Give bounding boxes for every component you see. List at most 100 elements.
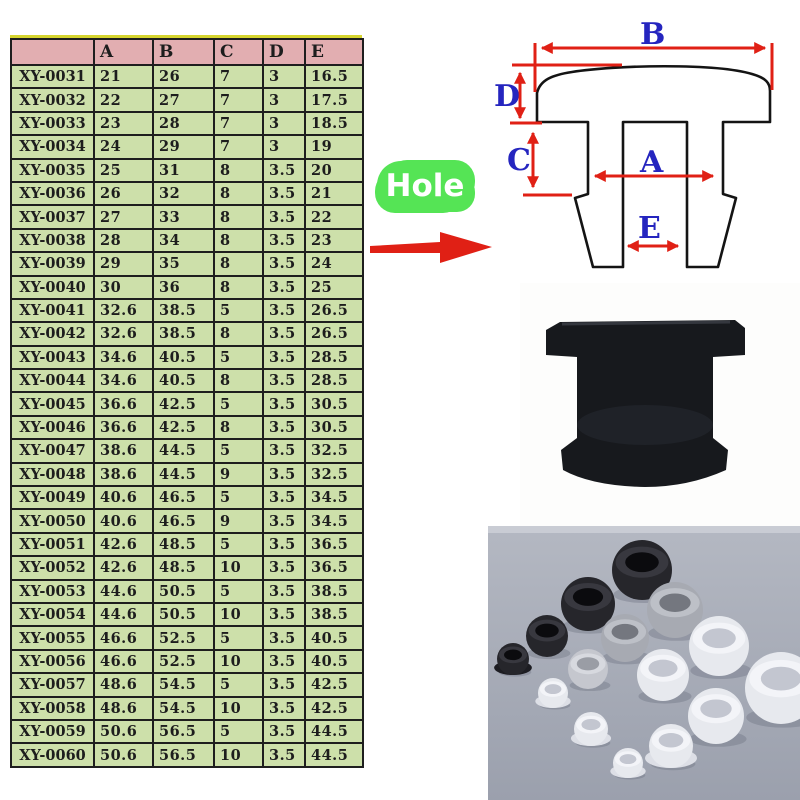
dim-label-a: A <box>639 145 664 180</box>
value-c: 10 <box>213 648 264 675</box>
value-c: 8 <box>213 227 264 254</box>
header-model <box>10 38 95 66</box>
value-b: 48.5 <box>152 555 215 581</box>
value-d: 3.5 <box>262 157 306 183</box>
value-b: 42.5 <box>152 414 215 441</box>
spec-table-wrap: A B C D E XY-0031 21 26 7 3 16.5 <box>10 35 364 768</box>
table-row: XY-0056 46.6 52.5 10 3.5 40.5 <box>10 648 364 675</box>
value-b: 44.5 <box>152 438 215 464</box>
value-b: 44.5 <box>152 461 215 488</box>
model-cell: XY-0040 <box>10 274 95 300</box>
value-b: 28 <box>152 110 215 137</box>
value-e: 40.5 <box>304 625 364 651</box>
model-cell: XY-0046 <box>10 414 95 441</box>
value-a: 24 <box>93 134 154 160</box>
value-d: 3.5 <box>262 297 306 324</box>
value-b: 32 <box>152 180 215 207</box>
model-cell: XY-0038 <box>10 227 95 254</box>
value-c: 8 <box>213 368 264 394</box>
grommet-shape <box>546 320 745 487</box>
value-b: 38.5 <box>152 321 215 347</box>
table-row: XY-0040 30 36 8 3.5 25 <box>10 274 364 300</box>
value-d: 3.5 <box>262 578 306 605</box>
value-a: 40.6 <box>93 485 154 511</box>
value-a: 48.6 <box>93 695 154 721</box>
value-d: 3.5 <box>262 555 306 581</box>
value-a: 26 <box>93 180 154 207</box>
value-a: 25 <box>93 157 154 183</box>
model-cell: XY-0049 <box>10 485 95 511</box>
value-b: 33 <box>152 204 215 230</box>
value-c: 5 <box>213 297 264 324</box>
photo-top-strip <box>488 526 800 533</box>
value-e: 17.5 <box>304 87 364 113</box>
value-a: 50.6 <box>93 718 154 745</box>
header-c: C <box>213 38 264 66</box>
plug-item <box>637 649 692 704</box>
model-cell: XY-0056 <box>10 648 95 675</box>
value-d: 3.5 <box>262 274 306 300</box>
grommet-cap-highlight <box>561 320 731 326</box>
value-e: 22 <box>304 204 364 230</box>
value-d: 3.5 <box>262 531 306 558</box>
table-row: XY-0050 40.6 46.5 9 3.5 34.5 <box>10 508 364 534</box>
value-b: 42.5 <box>152 391 215 417</box>
value-c: 5 <box>213 438 264 464</box>
table-row: XY-0055 46.6 52.5 5 3.5 40.5 <box>10 625 364 651</box>
extension-lines <box>510 43 774 197</box>
value-e: 36.5 <box>304 555 364 581</box>
value-e: 16.5 <box>304 63 364 90</box>
value-b: 54.5 <box>152 672 215 698</box>
value-a: 44.6 <box>93 601 154 628</box>
plug-item <box>612 540 675 603</box>
value-d: 3.5 <box>262 485 306 511</box>
value-d: 3.5 <box>262 204 306 230</box>
table-row: XY-0057 48.6 54.5 5 3.5 42.5 <box>10 672 364 698</box>
model-cell: XY-0047 <box>10 438 95 464</box>
value-d: 3 <box>262 110 306 137</box>
value-b: 56.5 <box>152 742 215 768</box>
header-e: E <box>304 38 364 66</box>
hole-label-badge: Hole <box>377 161 473 211</box>
value-e: 34.5 <box>304 485 364 511</box>
value-a: 50.6 <box>93 742 154 768</box>
value-d: 3.5 <box>262 508 306 534</box>
model-cell: XY-0031 <box>10 63 95 90</box>
value-d: 3.5 <box>262 251 306 277</box>
value-c: 5 <box>213 344 264 371</box>
table-row: XY-0042 32.6 38.5 8 3.5 26.5 <box>10 321 364 347</box>
model-cell: XY-0059 <box>10 718 95 745</box>
model-cell: XY-0039 <box>10 251 95 277</box>
value-e: 18.5 <box>304 110 364 137</box>
value-c: 8 <box>213 274 264 300</box>
table-row: XY-0036 26 32 8 3.5 21 <box>10 180 364 207</box>
value-b: 46.5 <box>152 485 215 511</box>
table-row: XY-0051 42.6 48.5 5 3.5 36.5 <box>10 531 364 558</box>
table-row: XY-0060 50.6 56.5 10 3.5 44.5 <box>10 742 364 768</box>
table-row: XY-0045 36.6 42.5 5 3.5 30.5 <box>10 391 364 417</box>
plug-item <box>645 724 697 771</box>
model-cell: XY-0032 <box>10 87 95 113</box>
value-c: 8 <box>213 204 264 230</box>
value-b: 50.5 <box>152 601 215 628</box>
value-e: 26.5 <box>304 297 364 324</box>
table-row: XY-0039 29 35 8 3.5 24 <box>10 251 364 277</box>
model-cell: XY-0054 <box>10 601 95 628</box>
table-row: XY-0047 38.6 44.5 5 3.5 32.5 <box>10 438 364 464</box>
value-a: 38.6 <box>93 461 154 488</box>
value-a: 22 <box>93 87 154 113</box>
table-row: XY-0031 21 26 7 3 16.5 <box>10 63 364 90</box>
pointer-arrow-icon <box>370 232 492 263</box>
value-d: 3.5 <box>262 414 306 441</box>
model-cell: XY-0051 <box>10 531 95 558</box>
value-e: 38.5 <box>304 578 364 605</box>
plug-item <box>745 652 800 728</box>
value-b: 56.5 <box>152 718 215 745</box>
value-b: 48.5 <box>152 531 215 558</box>
value-c: 7 <box>213 110 264 137</box>
value-b: 29 <box>152 134 215 160</box>
table-row: XY-0043 34.6 40.5 5 3.5 28.5 <box>10 344 364 371</box>
value-c: 5 <box>213 485 264 511</box>
value-d: 3.5 <box>262 461 306 488</box>
value-e: 30.5 <box>304 414 364 441</box>
